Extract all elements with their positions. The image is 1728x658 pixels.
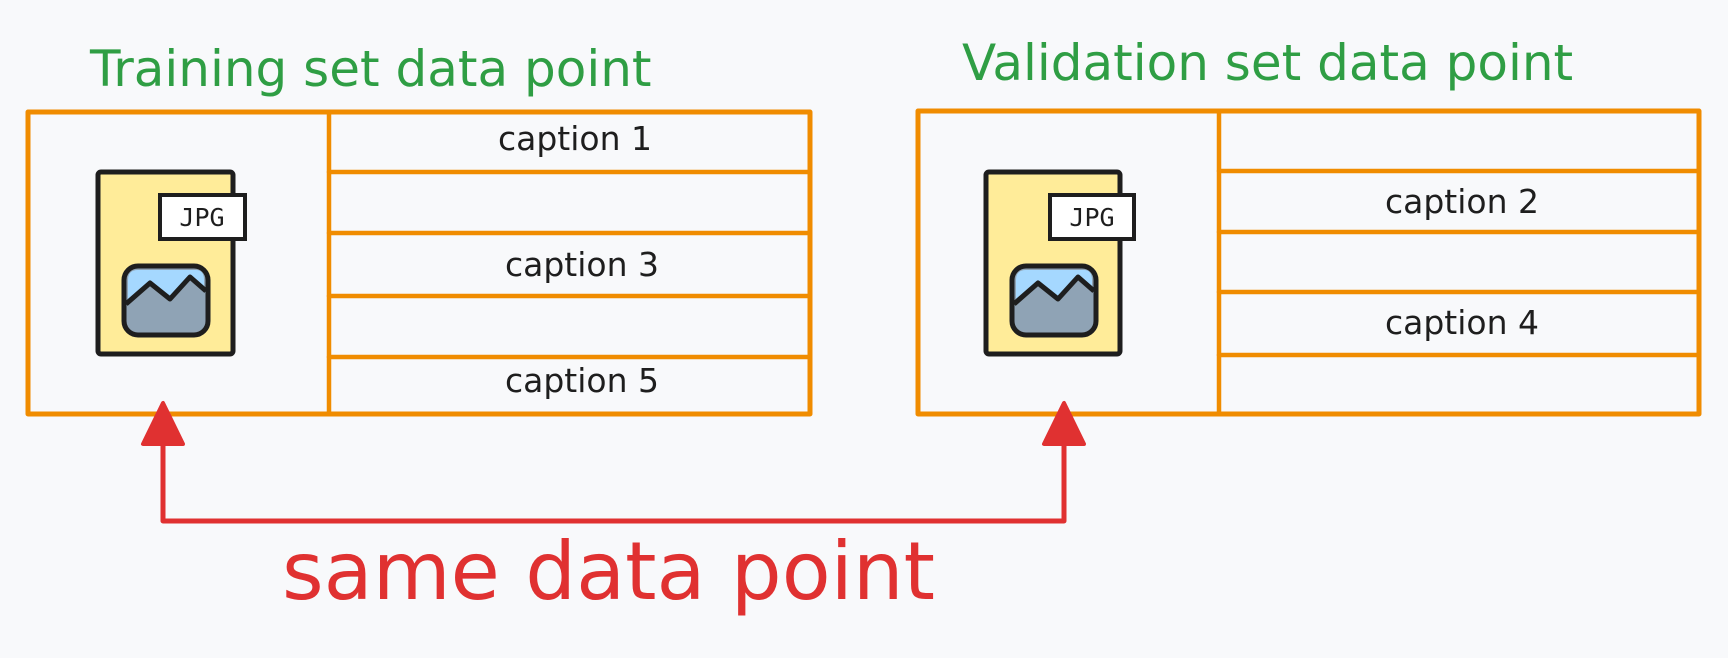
image-icon: [1009, 263, 1099, 338]
validation-caption: caption 2: [1385, 182, 1539, 221]
training-panel-box: [25, 109, 813, 417]
jpg-file-icon: JPG: [983, 169, 1136, 357]
arrow-head-right: [1042, 401, 1086, 446]
validation-panel: Validation set data point caption 2 capt…: [915, 34, 1702, 417]
file-label: JPG: [179, 203, 224, 232]
validation-caption: caption 4: [1385, 303, 1539, 342]
validation-panel-box: [915, 108, 1702, 417]
same-point-connector: same data point: [141, 401, 1086, 618]
training-panel: Training set data point caption 1 captio…: [25, 40, 813, 417]
arrow-head-left: [141, 401, 185, 446]
connector-line: [160, 437, 1067, 524]
file-label: JPG: [1069, 203, 1114, 232]
image-icon: [121, 263, 211, 338]
validation-panel-title: Validation set data point: [962, 34, 1573, 92]
jpg-file-icon: JPG: [95, 169, 247, 357]
same-data-point-label: same data point: [282, 525, 935, 618]
training-caption: caption 1: [498, 119, 652, 158]
training-caption: caption 5: [505, 361, 659, 400]
training-caption: caption 3: [505, 245, 659, 284]
training-panel-title: Training set data point: [89, 40, 652, 98]
